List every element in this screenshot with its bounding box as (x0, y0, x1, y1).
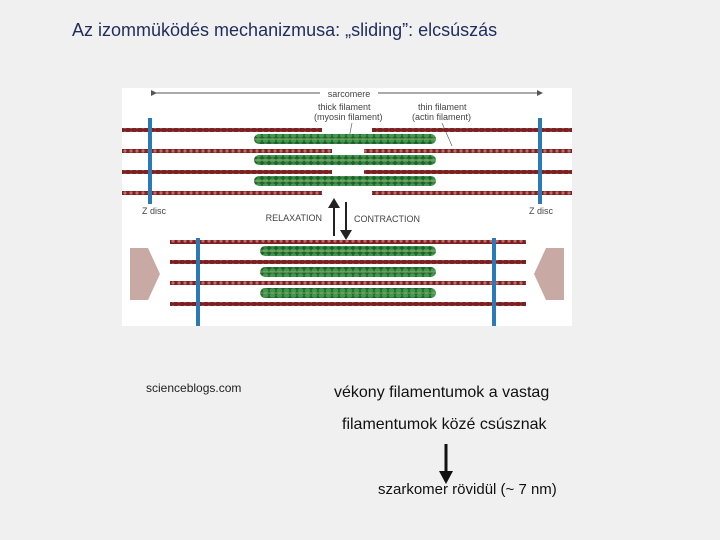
thin-filament-sublabel: (actin filament) (412, 112, 471, 122)
sliding-filament-figure: sarcomere thick filament (myosin filamen… (122, 88, 572, 326)
relaxation-contraction-arrows (328, 198, 352, 240)
sarcomere-label: sarcomere (328, 89, 371, 99)
push-arrow-left (130, 248, 160, 300)
z-disc-right-contracted (492, 238, 496, 326)
contracted-sarcomere (170, 238, 526, 326)
thin-filament-label: thin filament (418, 102, 467, 112)
image-credit: scienceblogs.com (146, 381, 242, 395)
thick-filament-sublabel: (myosin filament) (314, 112, 383, 122)
caption-line-2: filamentumok közé csúsznak (342, 416, 547, 433)
z-disc-right-label: Z disc (529, 206, 554, 216)
thick-filament-label: thick filament (318, 102, 371, 112)
down-arrow-icon (439, 444, 453, 484)
myosin-filaments-relaxed (254, 134, 436, 186)
caption-line-1: vékony filamentumok a vastag (334, 384, 550, 401)
push-arrow-right (534, 248, 564, 300)
z-disc-left-contracted (196, 238, 200, 326)
result-text: szarkomer rövidül (~ 7 nm) (378, 481, 557, 498)
relaxed-sarcomere (122, 118, 572, 204)
z-disc-left-relaxed (148, 118, 152, 204)
slide-title: Az izommüködés mechanizmusa: „sliding”: … (72, 20, 498, 40)
actin-filaments-contracted (170, 240, 526, 306)
z-disc-right-relaxed (538, 118, 542, 204)
actin-filaments-relaxed (122, 128, 572, 195)
relaxation-label: RELAXATION (266, 213, 322, 223)
contraction-label: CONTRACTION (354, 214, 420, 224)
z-disc-left-label: Z disc (142, 206, 167, 216)
sarcomere-diagram: sarcomere thick filament (myosin filamen… (122, 88, 572, 326)
myosin-filaments-contracted (260, 246, 436, 298)
